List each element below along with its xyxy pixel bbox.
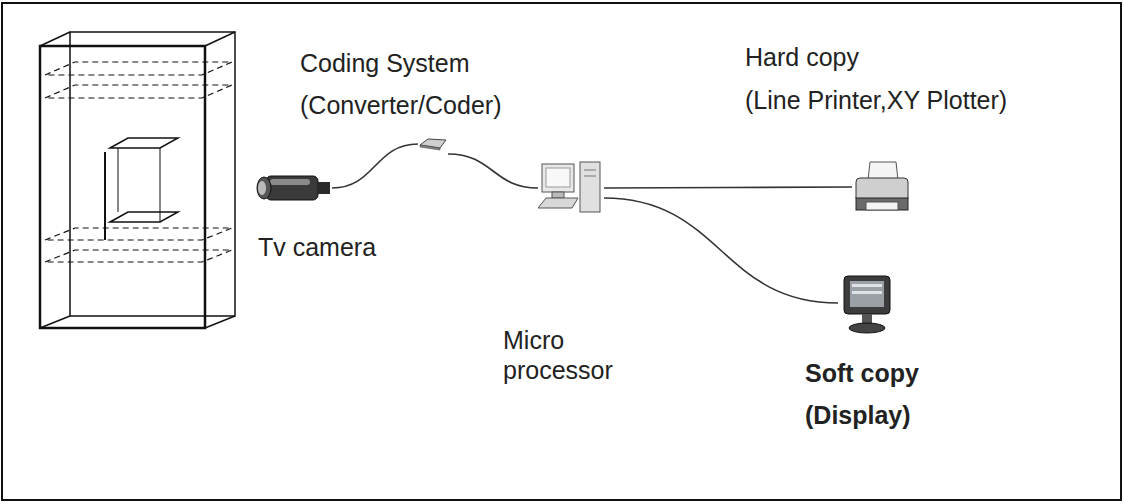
- device-label: Tv camera: [258, 232, 376, 262]
- microprocessor-icon-drawing: [538, 158, 604, 218]
- test-chamber: [40, 32, 235, 328]
- printer-icon-drawing: [852, 158, 912, 216]
- device-label: Coding System: [300, 48, 470, 78]
- cable: [448, 154, 538, 188]
- cable: [332, 144, 418, 188]
- outer-frame: [2, 3, 1121, 500]
- device-sublabel: (Line Printer,XY Plotter): [745, 85, 1007, 115]
- device-sublabel: (Converter/Coder): [300, 90, 501, 120]
- coder-icon: Coding System(Converter/Coder): [418, 136, 448, 152]
- microprocessor-icon: Micro processor: [538, 158, 604, 218]
- device-label: Micro processor: [503, 325, 653, 385]
- cable: [604, 198, 838, 303]
- device-sublabel: (Display): [805, 400, 911, 430]
- tv-camera-icon: Tv camera: [256, 172, 332, 204]
- display-icon-drawing: [838, 272, 896, 334]
- cable: [604, 187, 852, 188]
- display-icon: Soft copy(Display): [838, 272, 896, 334]
- printer-icon: Hard copy(Line Printer,XY Plotter): [852, 158, 912, 216]
- device-label: Soft copy: [805, 358, 919, 388]
- device-label: Hard copy: [745, 42, 859, 72]
- coder-icon-drawing: [418, 136, 448, 152]
- tv-camera-icon-drawing: [256, 172, 332, 204]
